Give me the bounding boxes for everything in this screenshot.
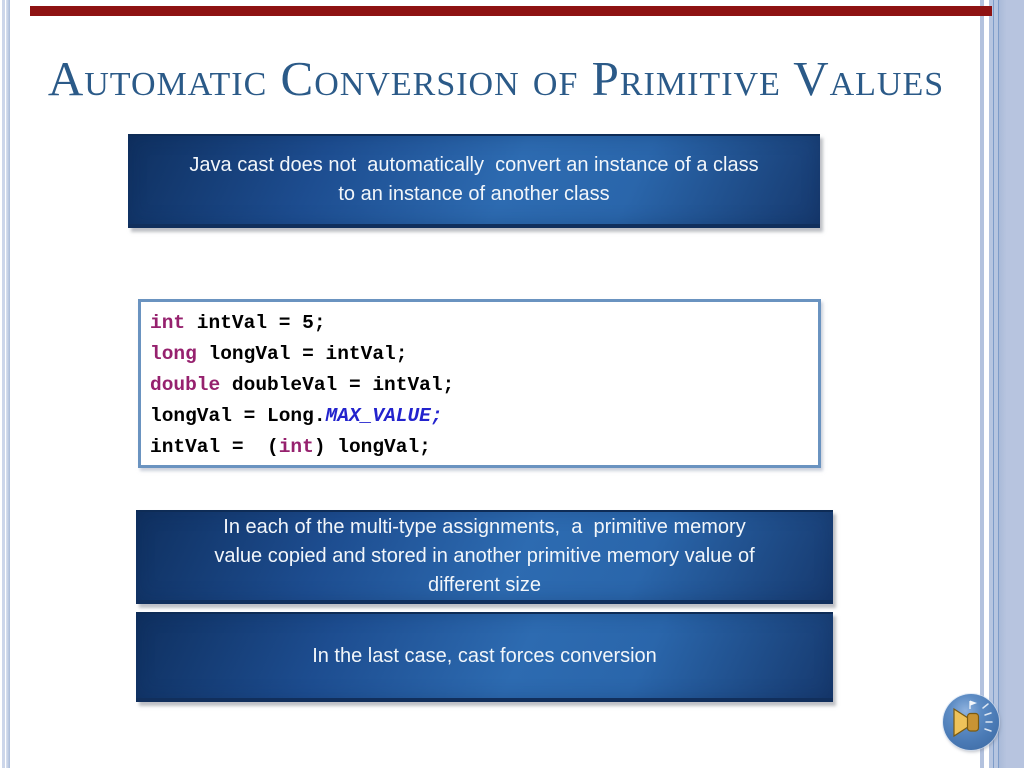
code-line: intVal = (int) longVal; [150,432,818,463]
right-stripe [980,0,984,768]
code-token-pl: longVal = Long. [150,405,326,427]
code-line: longVal = Long.MAX_VALUE; [150,401,818,432]
right-stripe [984,0,989,768]
code-token-pl: doubleVal = intVal; [220,374,455,396]
code-token-kw: double [150,374,221,396]
code-block: int intVal = 5;long longVal = intVal;dou… [138,299,821,468]
left-border-stripe-inner [6,0,10,768]
code-token-kw: int [150,312,186,334]
right-stripe [999,0,1024,768]
callout-java-cast-text: Java cast does not automatically convert… [189,154,759,205]
code-token-pl: intVal = 5; [185,312,326,334]
audio-play-button[interactable] [943,694,999,750]
code-token-const: MAX_VALUE; [325,405,443,427]
code-token-kw: int [278,436,314,458]
callout-java-cast: Java cast does not automatically convert… [128,134,820,228]
callout-last-case-text: In the last case, cast forces conversion [312,644,657,667]
code-token-kw: long [150,343,197,365]
code-line: long longVal = intVal; [150,339,818,370]
code-line: int intVal = 5; [150,308,818,339]
callout-last-case: In the last case, cast forces conversion [136,612,833,702]
left-border-stripe-outer [2,0,5,768]
speaker-icon [953,700,993,738]
code-token-pl: ) longVal; [313,436,431,458]
code-line: double doubleVal = intVal; [150,370,818,401]
right-stripe [998,0,999,768]
right-stripe [993,0,994,768]
code-token-pl: longVal = intVal; [196,343,408,365]
code-token-pl: intVal = ( [150,436,279,458]
slide-title: Automatic Conversion of Primitive Values [47,51,945,106]
callout-multi-type-text: In each of the multi-type assignments, a… [214,515,755,596]
right-stripe [994,0,998,768]
right-border-stripes [980,0,1024,768]
right-stripe [989,0,993,768]
callout-multi-type: In each of the multi-type assignments, a… [136,510,833,604]
top-accent-bar [30,6,992,16]
